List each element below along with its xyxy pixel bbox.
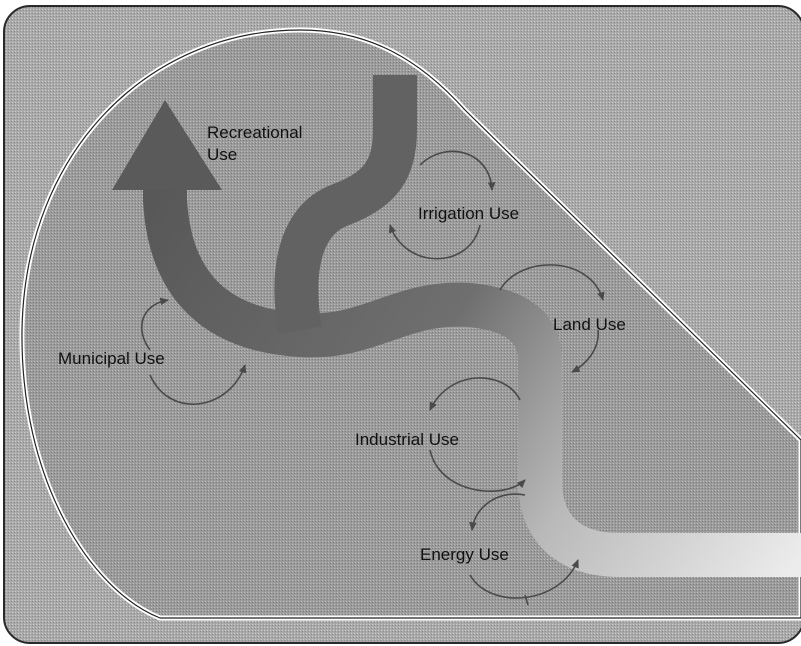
label-land: Land Use [553, 315, 626, 334]
label-irrigation: Irrigation Use [418, 204, 519, 223]
label-municipal: Municipal Use [58, 349, 165, 368]
label-recreational-line2: Use [207, 145, 237, 164]
label-recreational-line1: Recreational [207, 123, 302, 142]
label-industrial: Industrial Use [355, 430, 459, 449]
label-energy: Energy Use [420, 545, 509, 564]
